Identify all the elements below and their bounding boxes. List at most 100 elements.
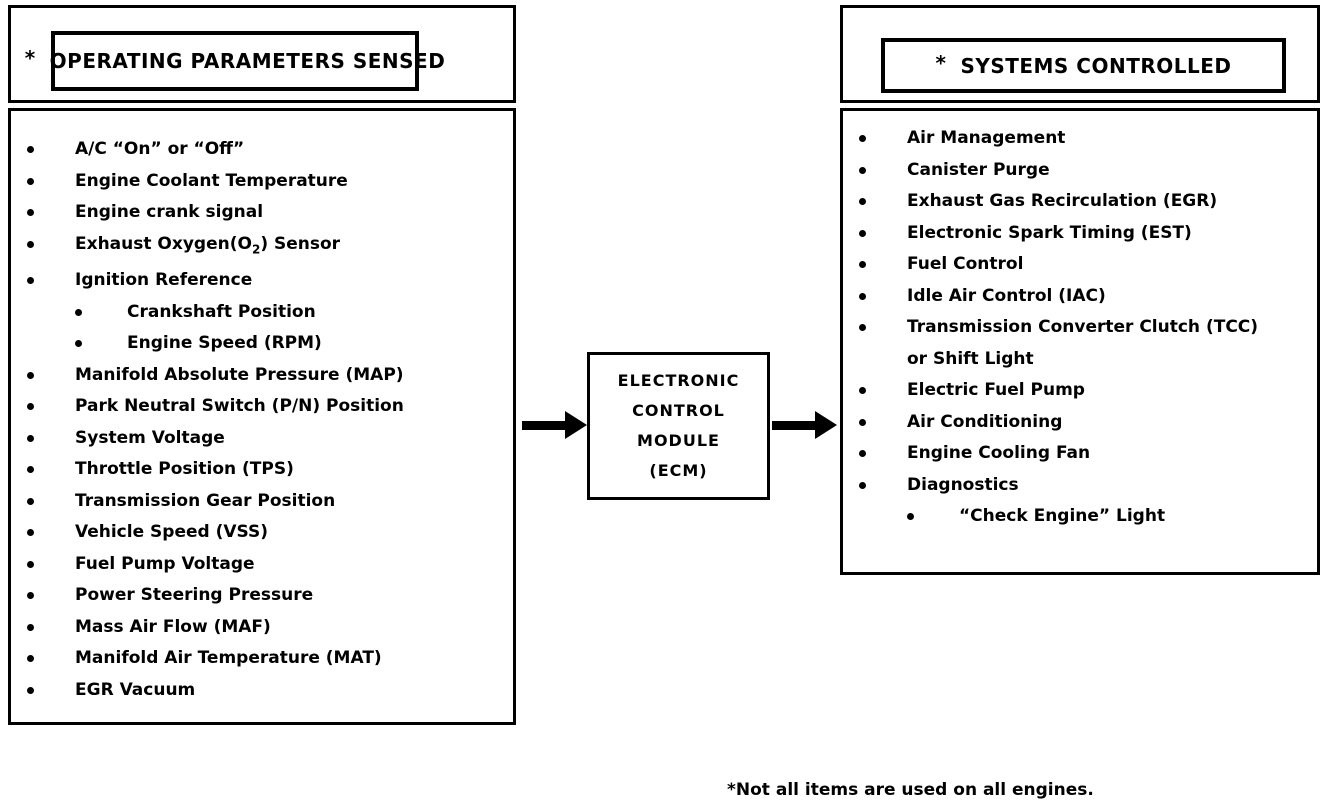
list-item-label: Air Management [907, 128, 1066, 148]
list-item-label: Manifold Air Temperature (MAT) [75, 648, 382, 669]
list-item: Canister Purge [843, 155, 1317, 187]
subscript-text: 2 [251, 241, 261, 256]
list-item: Transmission Gear Position [11, 486, 513, 518]
input-arrow-shaft [522, 420, 566, 430]
list-item: Vehicle Speed (VSS) [11, 517, 513, 549]
list-item-label: Engine Coolant Temperature [75, 170, 348, 191]
right-panel-header-box: * SYSTEMS CONTROLLED [840, 5, 1320, 103]
list-item-label: Fuel Pump Voltage [75, 553, 255, 574]
list-item: EGR Vacuum [11, 675, 513, 707]
bullet-dot-icon [859, 261, 866, 268]
bullet-dot-icon [27, 655, 34, 663]
bullet-dot-icon [27, 560, 34, 568]
list-item: Crankshaft Position [11, 297, 513, 329]
bullet-dot-icon [859, 135, 866, 142]
list-item-label: Fuel Control [907, 254, 1024, 274]
bullet-dot-icon [859, 418, 866, 426]
left-panel-title-asterisk: * [24, 46, 36, 70]
bullet-dot-icon [859, 387, 866, 394]
bullet-dot-icon [27, 177, 34, 185]
list-item-label: Power Steering Pressure [75, 585, 314, 606]
right-panel-title: * SYSTEMS CONTROLLED [935, 50, 1232, 78]
list-item-label: Engine crank signal [75, 202, 264, 222]
list-item: Exhaust Gas Recirculation (EGR) [843, 186, 1317, 218]
list-item-label: Electric Fuel Pump [907, 380, 1085, 400]
output-arrow-head [815, 411, 837, 439]
bullet-dot-icon [907, 513, 914, 520]
ecm-box: ELECTRONIC CONTROL MODULE (ECM) [587, 352, 770, 500]
operating-parameters-list: A/C “On” or “Off” Engine Coolant Temperat… [11, 134, 513, 706]
list-item: Manifold Absolute Pressure (MAP) [11, 360, 513, 392]
list-item: Electronic Spark Timing (EST) [843, 218, 1317, 250]
bullet-dot-icon [27, 209, 34, 216]
list-item: Air Management [843, 123, 1317, 155]
list-item-label: “Check Engine” Light [959, 506, 1166, 526]
list-item: Park Neutral Switch (P/N) Position [11, 391, 513, 423]
bullet-dot-icon [859, 450, 866, 457]
list-item: Power Steering Pressure [11, 580, 513, 612]
list-item: Fuel Control [843, 249, 1317, 281]
bullet-dot-icon [27, 371, 34, 379]
footnote: *Not all items are used on all engines. [727, 780, 1094, 800]
output-arrow [772, 411, 837, 439]
list-item-label: Mass Air Flow (MAF) [75, 616, 271, 637]
list-item-label: Exhaust Oxygen(O2) Sensor [75, 233, 341, 256]
list-item-label: Park Neutral Switch (P/N) Position [75, 396, 404, 417]
list-item-label: Transmission Gear Position [75, 490, 336, 511]
list-item-label: Ignition Reference [75, 270, 253, 291]
left-panel-body-box: A/C “On” or “Off” Engine Coolant Temperat… [8, 108, 516, 725]
list-item: Transmission Converter Clutch (TCC) [843, 312, 1317, 344]
output-arrow-shaft [772, 420, 816, 430]
ecm-line-3: MODULE [637, 431, 720, 450]
left-panel-header-box: *OPERATING PARAMETERS SENSED [8, 5, 516, 103]
ecm-line-1: ELECTRONIC [617, 371, 740, 390]
list-item-label: Diagnostics [907, 474, 1019, 495]
right-panel-title-box: * SYSTEMS CONTROLLED [881, 38, 1286, 93]
bullet-dot-icon [75, 340, 82, 348]
bullet-dot-icon [859, 166, 866, 174]
bullet-dot-icon [27, 466, 34, 474]
ecm-line-2: CONTROL [632, 401, 725, 420]
bullet-dot-icon [859, 198, 866, 205]
list-item-label: EGR Vacuum [75, 679, 196, 700]
list-item-label: Crankshaft Position [127, 301, 316, 322]
left-panel-title: *OPERATING PARAMETERS SENSED [24, 46, 446, 73]
right-panel-title-asterisk: * [935, 50, 947, 75]
list-item: Diagnostics [843, 470, 1317, 502]
left-panel-title-box: *OPERATING PARAMETERS SENSED [25, 31, 445, 91]
list-item-label: System Voltage [75, 427, 225, 448]
bullet-dot-icon [27, 434, 34, 442]
bullet-dot-icon [859, 481, 866, 489]
list-item-label: Electronic Spark Timing (EST) [907, 222, 1192, 243]
list-item: Exhaust Oxygen(O2) Sensor [11, 229, 513, 266]
list-item: Electric Fuel Pump [843, 375, 1317, 407]
list-item: Ignition Reference [11, 265, 513, 297]
list-item-continuation: or Shift Light [907, 348, 1034, 369]
bullet-dot-icon [27, 497, 34, 505]
list-item-label: Throttle Position (TPS) [75, 459, 294, 480]
list-item: A/C “On” or “Off” [11, 134, 513, 166]
list-item-label: Engine Cooling Fan [907, 443, 1091, 463]
bullet-dot-icon [27, 277, 34, 285]
list-item: Mass Air Flow (MAF) [11, 612, 513, 644]
list-item: “Check Engine” Light [843, 501, 1317, 533]
list-item-label: Transmission Converter Clutch (TCC) [907, 317, 1259, 337]
bullet-dot-icon [27, 686, 34, 694]
ecm-line-4: (ECM) [649, 461, 708, 480]
list-item-label: Air Conditioning [907, 411, 1063, 432]
list-item: Engine Speed (RPM) [11, 328, 513, 360]
list-item-label: Engine Speed (RPM) [127, 333, 322, 354]
bullet-dot-icon [27, 146, 34, 153]
list-item-label: Idle Air Control (IAC) [907, 285, 1106, 306]
right-panel-title-text: SYSTEMS CONTROLLED [960, 53, 1232, 78]
list-item: Engine crank signal [11, 197, 513, 229]
list-item-label: Canister Purge [907, 159, 1050, 180]
list-item: Idle Air Control (IAC) [843, 281, 1317, 313]
bullet-dot-icon [27, 592, 34, 600]
input-arrow [522, 411, 587, 439]
list-item: Throttle Position (TPS) [11, 454, 513, 486]
list-item: System Voltage [11, 423, 513, 455]
bullet-dot-icon [859, 324, 866, 331]
